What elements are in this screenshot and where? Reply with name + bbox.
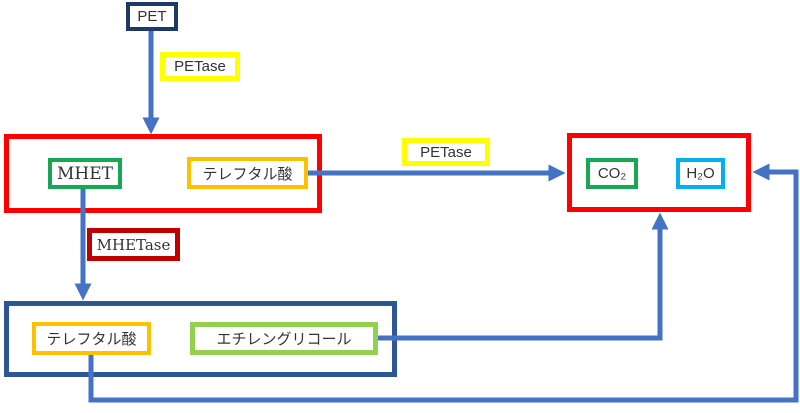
- h2o-node: H₂O: [676, 158, 725, 189]
- terephthalic-acid-node-2: テレフタル酸: [32, 322, 151, 355]
- mhetase-enzyme-label: MHETase: [87, 228, 180, 261]
- ethylene-glycol-node: エチレングリコール: [190, 322, 378, 355]
- petase-enzyme-label-top: PETase: [160, 52, 240, 81]
- pet-node: PET: [126, 2, 178, 31]
- arrow-glycol-to-final-stage: [378, 212, 669, 341]
- mhet-node: MHET: [48, 158, 122, 189]
- co2-node: CO₂: [586, 158, 638, 189]
- petase-enzyme-label-mid: PETase: [402, 138, 490, 166]
- terephthalic-acid-node-1: テレフタル酸: [187, 157, 308, 189]
